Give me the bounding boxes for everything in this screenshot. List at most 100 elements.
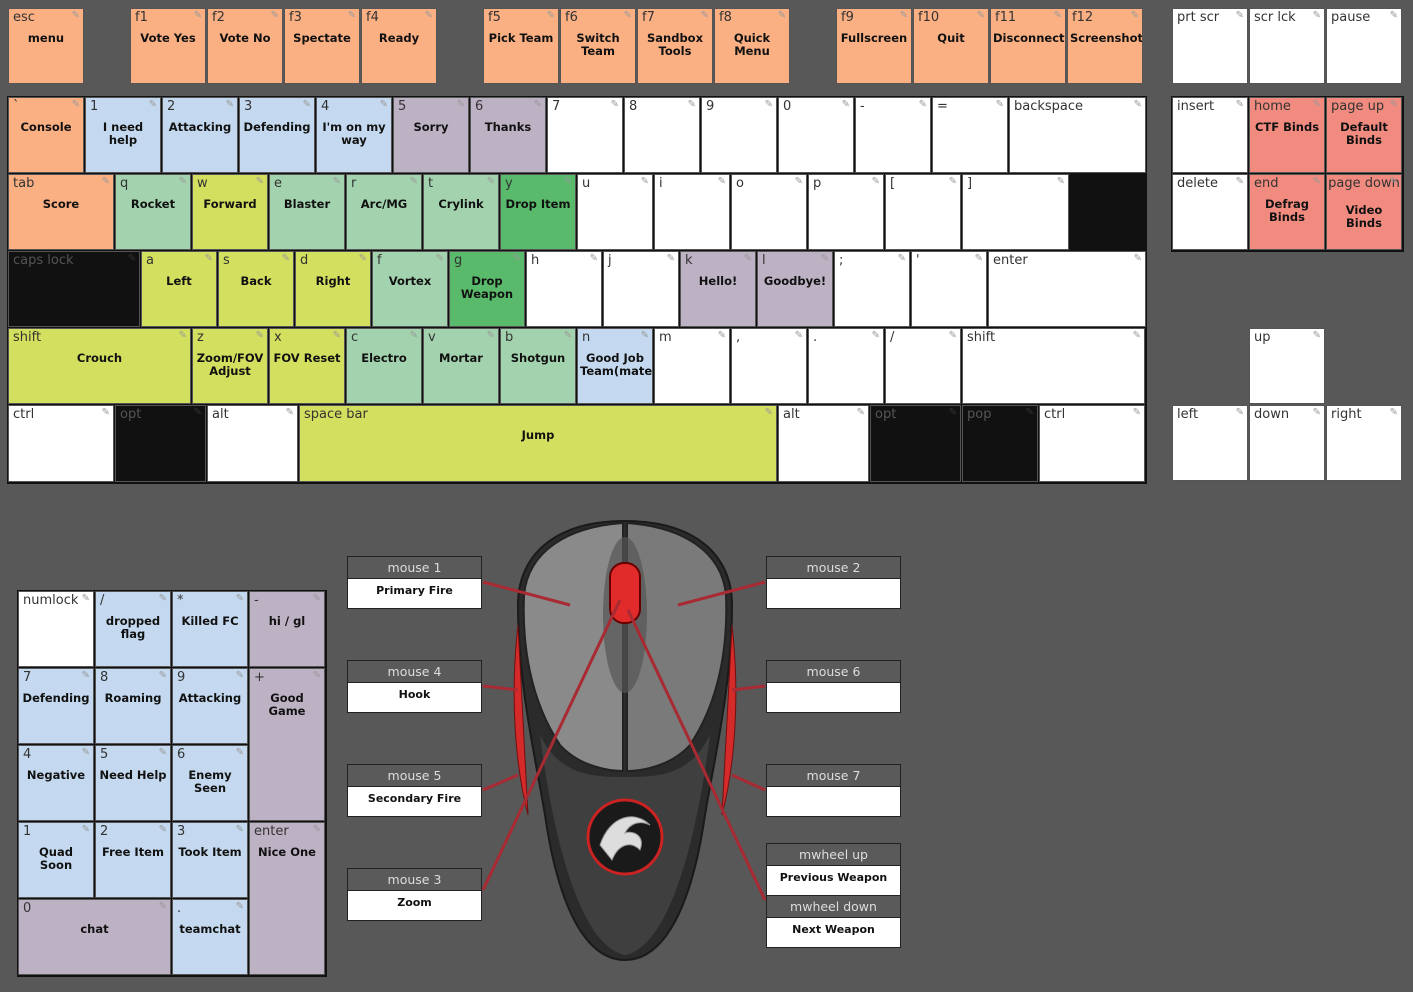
pencil-icon[interactable]: ✎ [918, 99, 927, 110]
pencil-icon[interactable]: ✎ [158, 593, 167, 604]
pencil-icon[interactable]: ✎ [1025, 407, 1034, 418]
key-page-down[interactable]: page down✎Video Binds [1326, 174, 1402, 250]
key-9[interactable]: 9✎ [701, 97, 777, 173]
pencil-icon[interactable]: ✎ [235, 670, 244, 681]
pencil-icon[interactable]: ✎ [1389, 10, 1398, 21]
pencil-icon[interactable]: ✎ [1389, 176, 1398, 187]
key-d[interactable]: d✎Right [295, 251, 371, 327]
key-8[interactable]: 8✎Roaming [95, 668, 171, 744]
key-0[interactable]: 0✎chat [18, 899, 171, 975]
key-esc[interactable]: esc✎menu [8, 8, 84, 84]
key-sym[interactable]: ;✎ [834, 251, 910, 327]
key-caps-lock[interactable]: caps lock✎ [8, 251, 140, 327]
key-m[interactable]: m✎ [654, 328, 730, 404]
pencil-icon[interactable]: ✎ [302, 99, 311, 110]
pencil-icon[interactable]: ✎ [235, 901, 244, 912]
key-r[interactable]: r✎Arc/MG [346, 174, 422, 250]
pencil-icon[interactable]: ✎ [1133, 99, 1142, 110]
key-y[interactable]: y✎Drop Item [500, 174, 576, 250]
pencil-icon[interactable]: ✎ [81, 670, 90, 681]
key-f12[interactable]: f12✎Screenshot [1067, 8, 1143, 84]
key-ctrl[interactable]: ctrl✎ [8, 405, 114, 482]
pencil-icon[interactable]: ✎ [486, 176, 495, 187]
key-shift[interactable]: shift✎ [962, 328, 1145, 404]
pencil-icon[interactable]: ✎ [777, 10, 786, 21]
pencil-icon[interactable]: ✎ [101, 176, 110, 187]
key-5[interactable]: 5✎Sorry [393, 97, 469, 173]
key-f1[interactable]: f1✎Vote Yes [130, 8, 206, 84]
pencil-icon[interactable]: ✎ [794, 176, 803, 187]
pencil-icon[interactable]: ✎ [456, 99, 465, 110]
key-1[interactable]: 1✎Quad Soon [18, 822, 94, 898]
pencil-icon[interactable]: ✎ [700, 10, 709, 21]
pencil-icon[interactable]: ✎ [255, 330, 264, 341]
pencil-icon[interactable]: ✎ [270, 10, 279, 21]
pencil-icon[interactable]: ✎ [1132, 330, 1141, 341]
pencil-icon[interactable]: ✎ [610, 99, 619, 110]
key-a[interactable]: a✎Left [141, 251, 217, 327]
pencil-icon[interactable]: ✎ [312, 593, 321, 604]
pencil-icon[interactable]: ✎ [897, 253, 906, 264]
key-f10[interactable]: f10✎Quit [913, 8, 989, 84]
pencil-icon[interactable]: ✎ [512, 253, 521, 264]
key-pop[interactable]: pop✎ [962, 405, 1038, 482]
pencil-icon[interactable]: ✎ [158, 901, 167, 912]
key-i[interactable]: i✎ [654, 174, 730, 250]
key-h[interactable]: h✎ [526, 251, 602, 327]
key-scr-lck[interactable]: scr lck✎ [1249, 8, 1325, 84]
pencil-icon[interactable]: ✎ [687, 99, 696, 110]
key-e[interactable]: e✎Blaster [269, 174, 345, 250]
pencil-icon[interactable]: ✎ [358, 253, 367, 264]
pencil-icon[interactable]: ✎ [148, 99, 157, 110]
key-left[interactable]: left✎ [1172, 405, 1248, 481]
key-sym[interactable]: /✎ [885, 328, 961, 404]
key-delete[interactable]: delete✎ [1172, 174, 1248, 250]
key-4[interactable]: 4✎Negative [18, 745, 94, 821]
pencil-icon[interactable]: ✎ [948, 176, 957, 187]
pencil-icon[interactable]: ✎ [1235, 10, 1244, 21]
key-sym[interactable]: +✎Good Game [249, 668, 325, 821]
key-sym[interactable]: /✎dropped flag [95, 591, 171, 667]
key-n[interactable]: n✎Good Job Team(mate) [577, 328, 653, 404]
key-c[interactable]: c✎Electro [346, 328, 422, 404]
pencil-icon[interactable]: ✎ [974, 253, 983, 264]
pencil-icon[interactable]: ✎ [1235, 407, 1244, 418]
key-6[interactable]: 6✎Thanks [470, 97, 546, 173]
pencil-icon[interactable]: ✎ [409, 330, 418, 341]
key-f8[interactable]: f8✎Quick Menu [714, 8, 790, 84]
key-sym[interactable]: -✎hi / gl [249, 591, 325, 667]
key-sym[interactable]: ]✎ [962, 174, 1069, 250]
key-home[interactable]: home✎CTF Binds [1249, 97, 1325, 173]
key-8[interactable]: 8✎ [624, 97, 700, 173]
key-z[interactable]: z✎Zoom/FOV Adjust [192, 328, 268, 404]
key-0[interactable]: 0✎ [778, 97, 854, 173]
pencil-icon[interactable]: ✎ [312, 824, 321, 835]
pencil-icon[interactable]: ✎ [409, 176, 418, 187]
key-5[interactable]: 5✎Need Help [95, 745, 171, 821]
pencil-icon[interactable]: ✎ [193, 407, 202, 418]
key-x[interactable]: x✎FOV Reset [269, 328, 345, 404]
pencil-icon[interactable]: ✎ [1312, 10, 1321, 21]
key-sym[interactable]: `✎Console [8, 97, 84, 173]
pencil-icon[interactable]: ✎ [178, 330, 187, 341]
pencil-icon[interactable]: ✎ [1312, 99, 1321, 110]
pencil-icon[interactable]: ✎ [563, 176, 572, 187]
pencil-icon[interactable]: ✎ [794, 330, 803, 341]
pencil-icon[interactable]: ✎ [379, 99, 388, 110]
key-sym[interactable]: .✎ [808, 328, 884, 404]
pencil-icon[interactable]: ✎ [225, 99, 234, 110]
pencil-icon[interactable]: ✎ [717, 330, 726, 341]
pencil-icon[interactable]: ✎ [640, 176, 649, 187]
pencil-icon[interactable]: ✎ [589, 253, 598, 264]
mouse-binding-mouse-7[interactable]: mouse 7 [766, 764, 901, 817]
pencil-icon[interactable]: ✎ [666, 253, 675, 264]
pencil-icon[interactable]: ✎ [127, 253, 136, 264]
key-ctrl[interactable]: ctrl✎ [1039, 405, 1145, 482]
key-pause[interactable]: pause✎ [1326, 8, 1402, 84]
mouse-binding-mouse-6[interactable]: mouse 6 [766, 660, 901, 713]
